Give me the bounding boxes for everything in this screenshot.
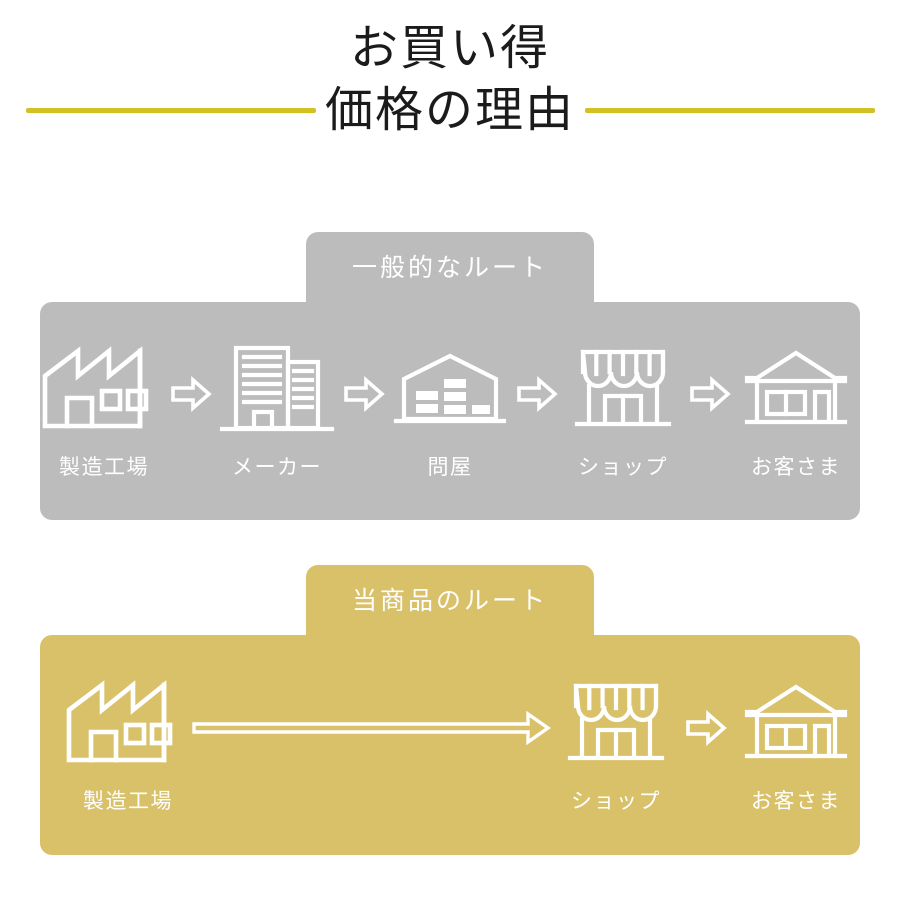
house-icon — [732, 341, 860, 437]
route-general-tab-label: 一般的なルート — [351, 253, 548, 282]
page-title-block: お買い得 価格の理由 — [0, 18, 900, 148]
shop-icon — [559, 341, 687, 437]
arrow-right-icon — [341, 346, 386, 442]
node-label: お客さま — [751, 790, 841, 813]
node-wholesaler-general: 問屋 — [386, 341, 514, 481]
long-arrow-right-icon — [192, 680, 552, 776]
route-general-tab: 一般的なルート — [306, 232, 594, 308]
route-general-panel: 製造工場 — [40, 302, 860, 520]
title-rule-right — [585, 108, 875, 113]
route-general-flow: 製造工場 — [40, 302, 860, 520]
node-label: 製造工場 — [83, 790, 173, 813]
node-factory-general: 製造工場 — [40, 341, 168, 481]
arrow-right-icon — [680, 680, 732, 776]
node-shop-general: ショップ — [559, 341, 687, 481]
route-product-flow: 製造工場 — [40, 635, 860, 855]
arrow-right-icon — [687, 346, 732, 442]
node-label: ショップ — [571, 790, 661, 813]
office-building-icon — [213, 341, 341, 437]
title-rule-left — [26, 108, 316, 113]
factory-icon — [40, 341, 168, 437]
arrow-right-icon — [168, 346, 213, 442]
route-product-tab-label: 当商品のルート — [351, 586, 548, 615]
node-label: 製造工場 — [59, 456, 149, 479]
node-label: 問屋 — [427, 456, 473, 479]
page-title: お買い得 価格の理由 — [324, 22, 575, 137]
route-product-tab: 当商品のルート — [306, 565, 594, 641]
warehouse-icon — [386, 341, 514, 437]
node-customer-product: お客さま — [732, 675, 860, 815]
node-shop-product: ショップ — [552, 675, 680, 815]
node-label: メーカー — [232, 456, 322, 479]
node-customer-general: お客さま — [732, 341, 860, 481]
route-product-panel: 製造工場 — [40, 635, 860, 855]
house-icon — [732, 675, 860, 771]
arrow-right-icon — [514, 346, 559, 442]
shop-icon — [552, 675, 680, 771]
node-maker-general: メーカー — [213, 341, 341, 481]
node-factory-product: 製造工場 — [64, 675, 192, 815]
node-label: ショップ — [578, 456, 668, 479]
node-label: お客さま — [751, 456, 841, 479]
factory-icon — [64, 675, 192, 771]
